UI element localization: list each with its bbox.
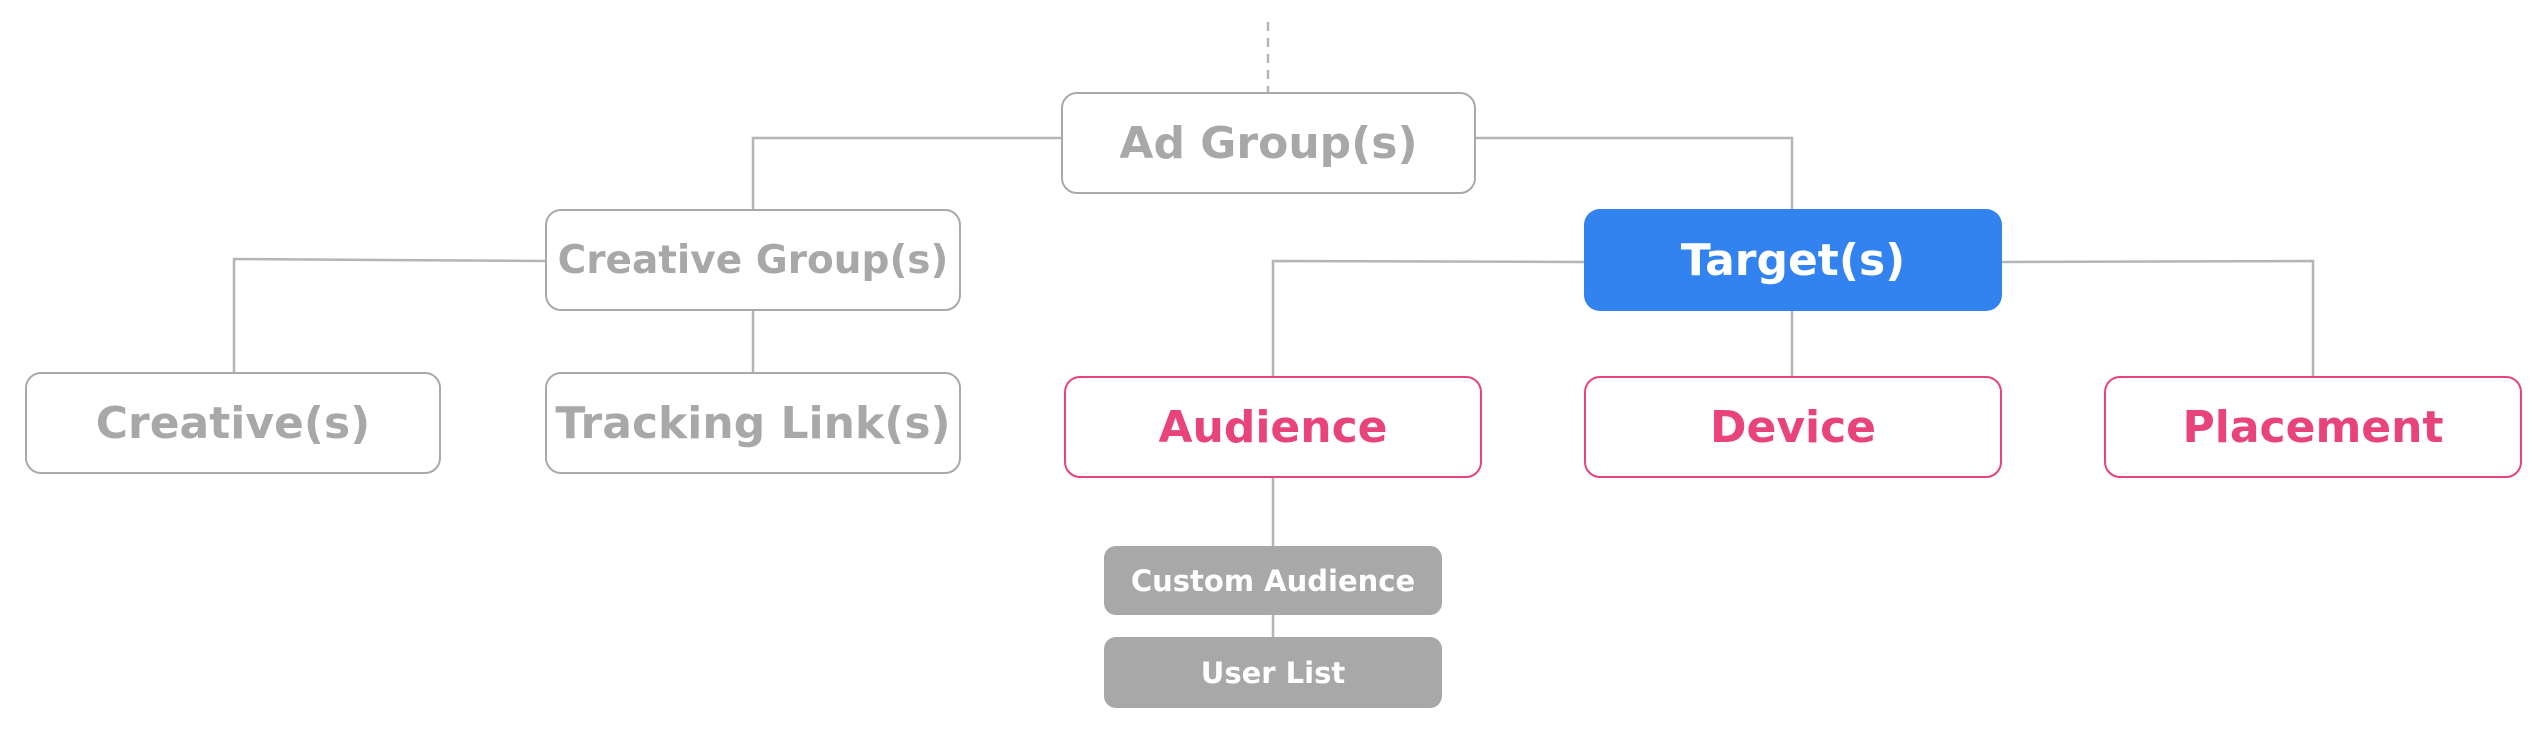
node-custom-audience: Custom Audience [1104, 546, 1442, 615]
node-device: Device [1584, 376, 2002, 478]
node-ad-groups: Ad Group(s) [1061, 92, 1476, 194]
edge-adgroup-creativegroup [751, 136, 1061, 209]
node-ad-groups-label: Ad Group(s) [1119, 117, 1418, 169]
node-user-list: User List [1104, 637, 1442, 708]
edge-creativegroup-creative [232, 257, 546, 372]
node-placement: Placement [2104, 376, 2522, 478]
node-targets: Target(s) [1584, 209, 2002, 311]
node-audience: Audience [1064, 376, 1482, 478]
node-audience-label: Audience [1158, 401, 1388, 453]
node-user-list-label: User List [1200, 655, 1346, 690]
node-custom-audience-label: Custom Audience [1130, 563, 1416, 598]
node-tracking-links-label: Tracking Link(s) [555, 397, 951, 449]
edge-adgroup-target [1476, 136, 1794, 209]
node-creatives: Creative(s) [25, 372, 441, 474]
node-device-label: Device [1709, 401, 1877, 453]
node-creative-groups: Creative Group(s) [545, 209, 961, 311]
node-targets-label: Target(s) [1680, 234, 1906, 286]
edge-target-audience [1271, 259, 1585, 376]
node-creative-groups-label: Creative Group(s) [557, 237, 949, 283]
node-placement-label: Placement [2182, 401, 2444, 453]
node-tracking-links: Tracking Link(s) [545, 372, 961, 474]
edge-target-placement [2001, 259, 2315, 376]
node-creatives-label: Creative(s) [95, 397, 371, 449]
